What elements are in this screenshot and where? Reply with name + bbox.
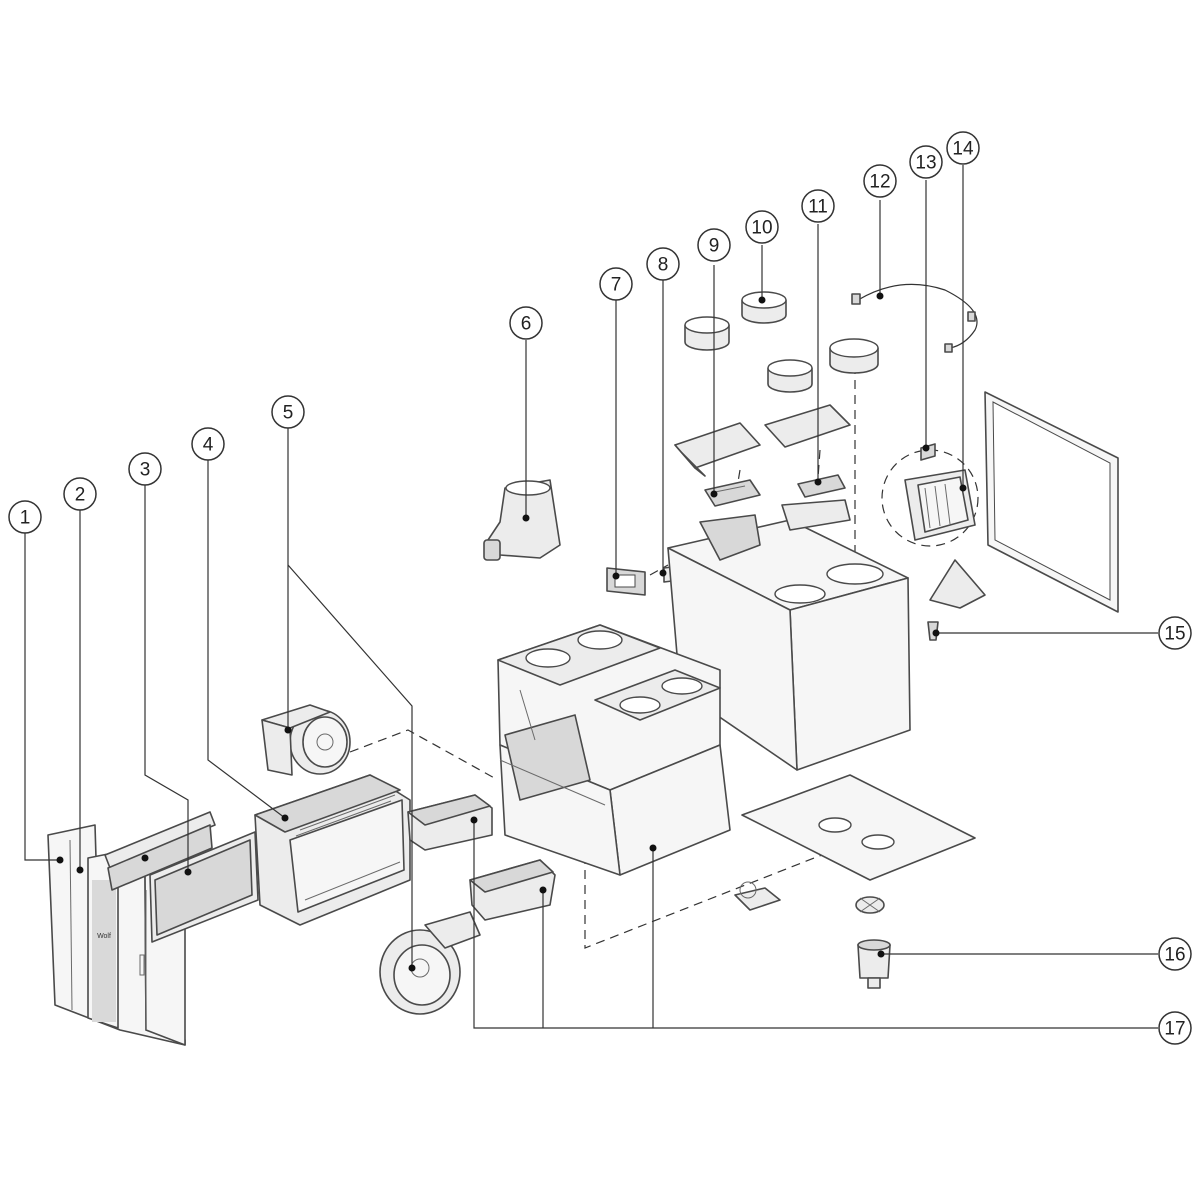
fan-lower	[379, 911, 481, 1015]
rear-housing-right-side	[789, 577, 911, 771]
rear-housing-port-right	[826, 563, 884, 585]
circuit-board-left-body	[704, 479, 761, 507]
callout-13-label: 13	[915, 153, 936, 174]
duct-ring-4	[829, 338, 879, 374]
callout-14: 14	[946, 131, 980, 165]
callout-15: 15	[1158, 616, 1192, 650]
filter-panel-upper	[107, 824, 213, 891]
siphon	[857, 939, 891, 989]
callout-12-label: 12	[869, 172, 890, 193]
callout-4: 4	[191, 427, 225, 461]
callout-5-label: 5	[283, 403, 294, 424]
front-cover-brand-logo: Wolf	[97, 933, 111, 940]
cover-flap-left	[674, 422, 761, 477]
duct-ring-3	[767, 359, 813, 393]
front-cover-textured-strip	[92, 880, 116, 1022]
insulation-piece-lower	[469, 859, 556, 921]
cover-flap-left-body	[674, 422, 761, 469]
leader-lines	[24, 165, 1158, 1029]
preheater-assembly	[881, 443, 979, 547]
duct-ring-1	[684, 316, 730, 351]
valve-right	[855, 896, 885, 914]
main-block-port-2	[577, 630, 623, 650]
callout-9-label: 9	[709, 236, 720, 257]
duct-connector	[483, 479, 561, 561]
fan-upper	[261, 704, 351, 776]
circuit-board-right	[797, 474, 846, 498]
assembly-dashed-lines	[349, 350, 861, 949]
circuit-board-left	[704, 479, 761, 507]
callout-10-label: 10	[751, 218, 772, 239]
callout-2-label: 2	[75, 485, 86, 506]
cover-flap-right-body	[764, 404, 851, 448]
callout-16: 16	[1158, 937, 1192, 971]
callout-16-label: 16	[1164, 945, 1185, 966]
callout-3-label: 3	[140, 460, 151, 481]
base-plate-body	[741, 774, 976, 881]
callout-7: 7	[599, 267, 633, 301]
valve-left	[734, 881, 781, 911]
callout-8: 8	[646, 247, 680, 281]
control-display	[606, 567, 646, 596]
rear-housing-port-left	[774, 584, 826, 604]
insulation-piece-upper	[407, 794, 493, 851]
condensate-tray-body	[929, 559, 986, 609]
callout-2: 2	[63, 477, 97, 511]
callout-11-label: 11	[808, 197, 828, 218]
callout-3: 3	[128, 452, 162, 486]
callout-4-label: 4	[203, 435, 214, 456]
callout-17-label: 17	[1164, 1019, 1185, 1040]
condensate-tray	[929, 559, 986, 609]
callout-9: 9	[697, 228, 731, 262]
callout-14-label: 14	[952, 139, 974, 160]
main-block-port-3	[619, 696, 661, 714]
heat-exchanger-top	[254, 774, 401, 833]
leader-end-dots	[56, 292, 967, 972]
callout-17: 17	[1158, 1011, 1192, 1045]
main-block-port-4	[661, 677, 703, 695]
duct-rings	[684, 291, 879, 393]
callout-11: 11	[801, 189, 835, 223]
cover-flap-right	[764, 404, 851, 448]
heat-exchanger	[254, 774, 411, 926]
callout-6: 6	[509, 306, 543, 340]
callout-15-label: 15	[1164, 624, 1185, 645]
callout-7-label: 7	[611, 275, 622, 296]
base-plate	[741, 774, 976, 881]
side-panel	[984, 391, 1119, 613]
main-insulation-block	[497, 624, 731, 876]
callout-12: 12	[863, 164, 897, 198]
valve-left-body	[734, 887, 781, 911]
sensor-cable	[851, 283, 978, 353]
callout-10: 10	[745, 210, 779, 244]
main-block-port-1	[525, 648, 571, 668]
callout-1-label: 1	[20, 508, 31, 529]
callout-6-label: 6	[521, 314, 532, 335]
duct-ring-2	[741, 291, 787, 324]
callout-5: 5	[271, 395, 305, 429]
callout-8-label: 8	[658, 255, 669, 276]
circuit-board-right-body	[797, 474, 846, 498]
rear-housing-left-side	[667, 547, 798, 771]
rear-housing	[667, 499, 911, 771]
callout-1: 1	[8, 500, 42, 534]
callout-13: 13	[909, 145, 943, 179]
